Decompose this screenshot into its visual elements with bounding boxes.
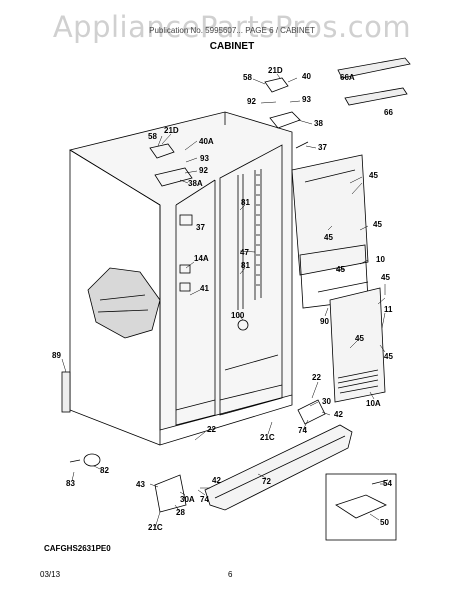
leader-lines	[61, 73, 386, 529]
callout-82: 82	[100, 466, 109, 475]
callout-40A: 40A	[199, 137, 214, 146]
callout-30: 30	[322, 397, 331, 406]
footer-page-number: 6	[228, 570, 233, 579]
callout-21D: 21D	[164, 126, 179, 135]
callout-40: 40	[302, 72, 311, 81]
shelf-rails	[237, 169, 262, 310]
callout-93: 93	[200, 154, 209, 163]
callout-38A: 38A	[188, 179, 203, 188]
callout-92: 92	[199, 166, 208, 175]
callout-22: 22	[312, 373, 321, 382]
footer-date: 03/13	[40, 570, 61, 579]
callout-45: 45	[384, 352, 393, 361]
bottom-hinge-left	[154, 474, 187, 513]
callout-93: 93	[302, 95, 311, 104]
callout-92: 92	[247, 97, 256, 106]
callout-50: 50	[380, 518, 389, 527]
bottom-hinge-right	[297, 399, 326, 425]
callout-14A: 14A	[194, 254, 209, 263]
callout-10: 10	[376, 255, 385, 264]
callout-28: 28	[176, 508, 185, 517]
callout-81: 81	[241, 261, 250, 270]
callout-21D: 21D	[268, 66, 283, 75]
callout-30A: 30A	[180, 495, 195, 504]
air-duct-panel	[291, 154, 369, 309]
callout-labels: 58 21D 40 66A 92 93 66 38 37 58 21D 40A …	[52, 66, 393, 532]
tube-37	[295, 141, 309, 149]
callout-42: 42	[212, 476, 221, 485]
callout-10A: 10A	[366, 399, 381, 408]
callout-45: 45	[336, 265, 345, 274]
callout-45: 45	[381, 273, 390, 282]
bracket-89	[61, 371, 71, 413]
callout-83: 83	[66, 479, 75, 488]
callout-89: 89	[52, 351, 61, 360]
callout-47: 47	[240, 248, 249, 257]
callout-74: 74	[298, 426, 307, 435]
callout-58: 58	[148, 132, 157, 141]
callout-42: 42	[334, 410, 343, 419]
callout-21C: 21C	[260, 433, 275, 442]
section-title: CABINET	[209, 41, 255, 52]
evaporator-part	[87, 267, 161, 339]
callout-81: 81	[241, 198, 250, 207]
callout-37: 37	[318, 143, 327, 152]
rear-cover-10A	[329, 287, 386, 403]
callout-45: 45	[373, 220, 382, 229]
callout-45: 45	[369, 171, 378, 180]
callout-66A: 66A	[340, 73, 355, 82]
callout-43: 43	[136, 480, 145, 489]
callout-72: 72	[262, 477, 271, 486]
callout-22: 22	[207, 425, 216, 434]
model-number: CAFGHS2631PE0	[44, 544, 111, 553]
callout-66: 66	[384, 108, 393, 117]
trim-strips	[337, 57, 411, 106]
callout-100: 100	[231, 311, 245, 320]
publication-header: Publication No. 5995607... PAGE 6 / CABI…	[149, 26, 315, 35]
callout-21C: 21C	[148, 523, 163, 532]
light-housing	[179, 214, 249, 331]
drain-pan-box	[325, 473, 397, 541]
callout-45: 45	[324, 233, 333, 242]
callout-58: 58	[243, 73, 252, 82]
top-hinge-left	[149, 143, 193, 187]
callout-54: 54	[383, 479, 392, 488]
callout-74: 74	[200, 495, 209, 504]
roller-82	[69, 453, 101, 467]
callout-11: 11	[384, 305, 393, 314]
kickplate-72	[204, 424, 353, 511]
top-hinge-right	[264, 77, 301, 129]
callout-41: 41	[200, 284, 209, 293]
callout-38: 38	[314, 119, 323, 128]
callout-37: 37	[196, 223, 205, 232]
callout-90: 90	[320, 317, 329, 326]
cabinet-body	[68, 111, 293, 446]
watermark-text: AppliancePartsPros.com	[52, 10, 412, 44]
callout-45: 45	[355, 334, 364, 343]
